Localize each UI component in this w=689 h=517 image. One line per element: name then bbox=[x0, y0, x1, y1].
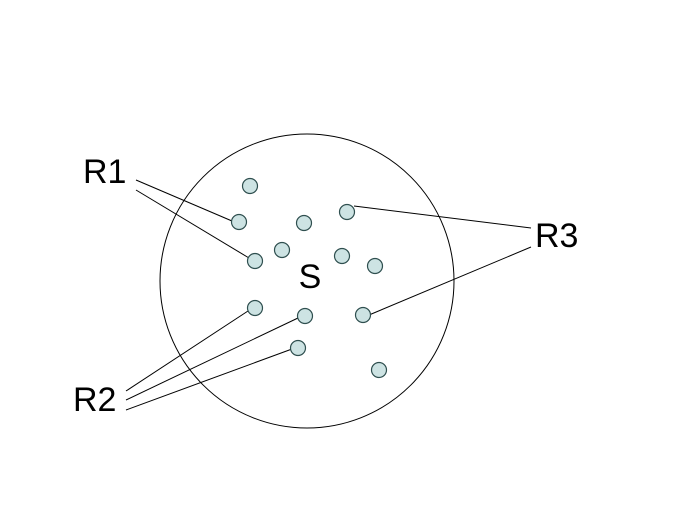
element-dot bbox=[246, 299, 264, 317]
r3-leader-line-2 bbox=[368, 246, 532, 316]
element-dot bbox=[289, 339, 307, 357]
element-dot bbox=[241, 177, 259, 195]
r1-leader-line-2 bbox=[135, 189, 250, 259]
element-dot bbox=[338, 203, 356, 221]
element-dots bbox=[230, 177, 388, 379]
element-dot bbox=[230, 213, 248, 231]
element-dot bbox=[370, 361, 388, 379]
element-dot bbox=[295, 214, 313, 232]
element-dot bbox=[296, 307, 314, 325]
element-dot bbox=[273, 241, 291, 259]
leader-lines bbox=[125, 179, 532, 411]
element-dot bbox=[366, 257, 384, 275]
r2-leader-line-3 bbox=[125, 348, 293, 411]
set-boundary-circle bbox=[159, 133, 455, 429]
r2-leader-line-1 bbox=[125, 310, 249, 392]
set-label: S bbox=[299, 258, 322, 296]
element-dot bbox=[354, 306, 372, 324]
group-label-r1: R1 bbox=[83, 153, 126, 191]
element-dot bbox=[333, 247, 351, 265]
r3-leader-line-1 bbox=[353, 205, 532, 229]
r1-leader-line-1 bbox=[135, 179, 233, 222]
element-dot bbox=[246, 252, 264, 270]
group-label-r3: R3 bbox=[535, 217, 578, 255]
group-label-r2: R2 bbox=[73, 381, 116, 419]
r2-leader-line-2 bbox=[125, 317, 299, 401]
